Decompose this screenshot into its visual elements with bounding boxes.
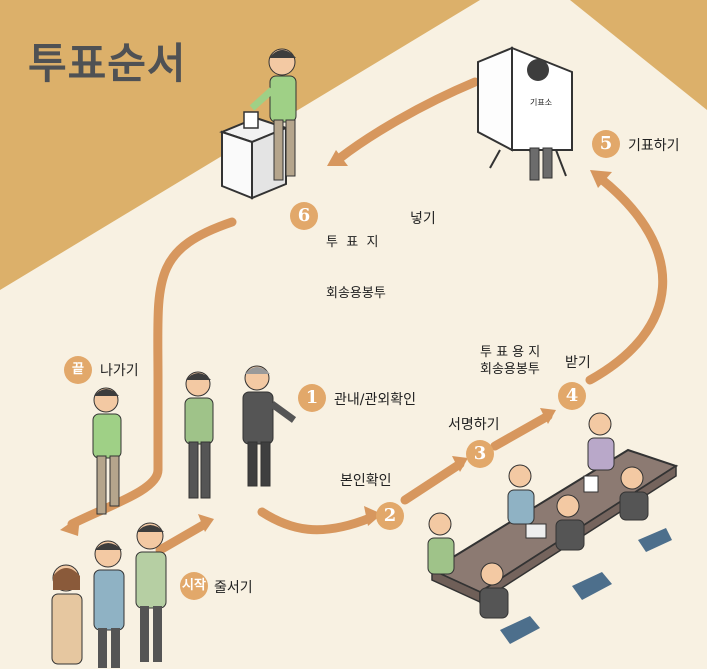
staff-guide (242, 365, 297, 487)
arrow-4-to-5 (585, 173, 667, 385)
arrow-2-to-3 (400, 459, 465, 505)
step-label-insert: 넣기 (410, 211, 436, 227)
step-label-line-up: 줄서기 (214, 580, 253, 596)
step-marker-1: 1 (298, 384, 326, 412)
booth-sign: 기표소 (530, 98, 553, 107)
step-marker-start: 시작 (180, 572, 208, 600)
background-band-top-right (570, 0, 707, 110)
step-label-check-district: 관내/관외확인 (334, 392, 416, 408)
step-marker-end: 끝 (64, 356, 92, 384)
step-marker-4: 4 (558, 382, 586, 410)
page-title: 투표순서 (28, 39, 187, 88)
registration-table (427, 412, 679, 644)
step-label-ballot: 투 표 용 지 (480, 345, 541, 360)
step-marker-6: 6 (290, 202, 318, 230)
step-marker-5: 5 (592, 130, 620, 158)
step-label-insert-ballot: 투 표 지 회송용봉투 (326, 200, 386, 336)
arrow-heads (60, 150, 612, 536)
voter-exiting (92, 387, 122, 515)
step-label-mark-ballot: 기표하기 (628, 138, 680, 154)
step-label-receive: 받기 (565, 355, 591, 371)
step-label-receive-ballot: 투 표 용 지 회송용봉투 (480, 344, 540, 378)
step-marker-2: 2 (376, 502, 404, 530)
step-label-sign: 서명하기 (448, 417, 500, 433)
step-label-ballot-paper: 투 표 지 (326, 235, 379, 250)
arrow-5-to-6 (335, 77, 480, 163)
arrow-3-to-4 (490, 411, 553, 451)
arrow-start-to-1 (155, 519, 210, 555)
voter-casting-ballot (249, 48, 297, 181)
voting-booth (477, 46, 573, 181)
step-label-return-envelope-6: 회송용봉투 (326, 286, 386, 301)
waiting-queue (51, 522, 167, 668)
voter-step-one (184, 371, 214, 499)
step-marker-3: 3 (466, 440, 494, 468)
step-label-identity-check: 본인확인 (340, 473, 392, 489)
arrow-1-to-2 (257, 507, 375, 535)
step-label-exit: 나가기 (100, 363, 139, 379)
step-label-return-envelope: 회송용봉투 (480, 362, 540, 377)
